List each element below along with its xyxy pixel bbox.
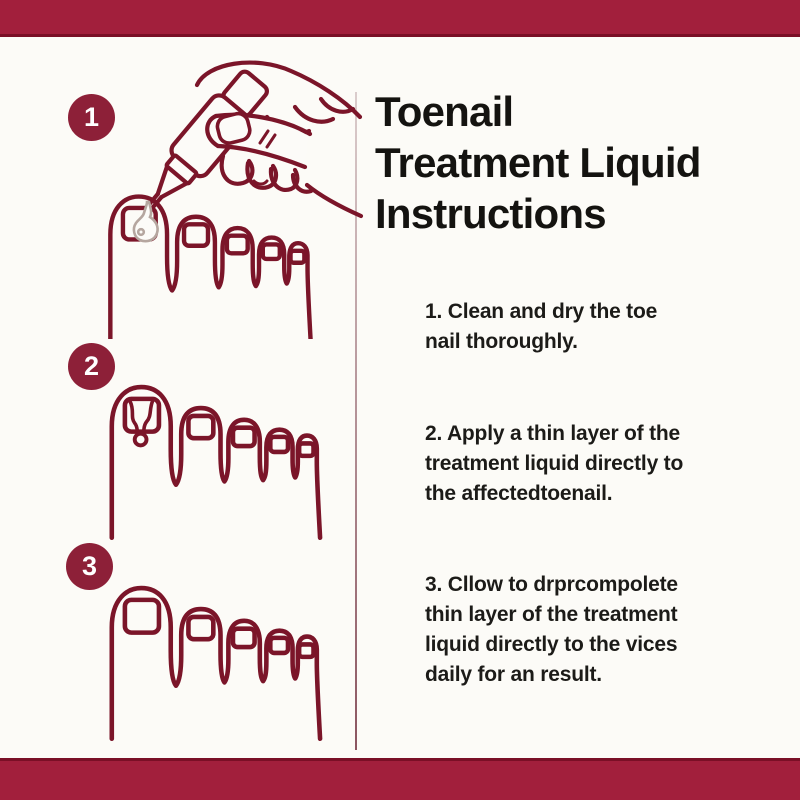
- step-text-line: 2. Apply a thin layer of the: [425, 422, 681, 445]
- step-text-line: liquid directly to the vices: [425, 633, 678, 656]
- step-text-line: thin layer of the treatment: [425, 603, 678, 626]
- step-text-line: treatment liquid directly to: [425, 452, 684, 475]
- step-text-line: the affectedtoenail.: [425, 482, 613, 505]
- column-divider: [355, 92, 357, 750]
- thumb-icon: [205, 111, 313, 170]
- treatment-drip-icon: [128, 399, 155, 448]
- page-title: Toenail Treatment Liquid Instructions: [375, 86, 780, 239]
- page-title-line: Treatment Liquid: [375, 139, 701, 186]
- frame-top-band: [0, 0, 800, 37]
- foot-line-art-icon: [112, 588, 320, 739]
- hand-fingers-icon: [219, 153, 364, 219]
- liquid-drop-icon: [132, 200, 159, 243]
- page-title-line: Toenail: [375, 88, 514, 135]
- step-2-text: 2. Apply a thin layer of the treatment l…: [425, 419, 760, 509]
- illustration-step-2: [88, 372, 338, 567]
- thumb-crease-lines: [258, 129, 277, 149]
- step-text-line: 1. Clean and dry the toe: [425, 300, 658, 323]
- illustration-step-1: [55, 60, 364, 339]
- illustration-step-3: [88, 575, 338, 760]
- step-1-text: 1. Clean and dry the toe nail thoroughly…: [425, 297, 760, 357]
- step-text-line: daily for an result.: [425, 663, 602, 686]
- page-title-line: Instructions: [375, 190, 607, 237]
- step-3-text: 3. Cllow to drprcompolete thin layer of …: [425, 570, 760, 690]
- step-text-line: 3. Cllow to drprcompolete: [425, 573, 678, 596]
- step-3-badge: 3: [66, 543, 113, 590]
- step-1-badge: 1: [68, 94, 115, 141]
- step-2-badge: 2: [68, 343, 115, 390]
- frame-bottom-band: [0, 758, 800, 800]
- step-text-line: nail thoroughly.: [425, 330, 578, 353]
- thumbnail-icon: [215, 111, 252, 145]
- foot-line-art-icon: [112, 387, 320, 538]
